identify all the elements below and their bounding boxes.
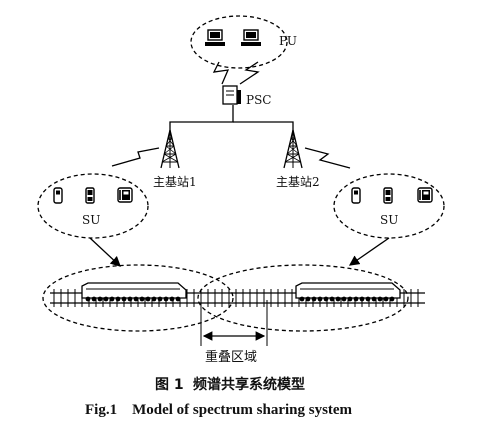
train-wheel: [115, 296, 121, 302]
train-wheel: [133, 296, 139, 302]
wireless-link-icon: [111, 147, 160, 167]
train-wheel: [85, 296, 91, 302]
overlap-label: 重叠区域: [205, 349, 257, 365]
train-wheel: [163, 296, 169, 302]
psc-label: PSC: [246, 93, 271, 107]
train-wheel: [389, 296, 395, 302]
coverage-area-2: [197, 264, 409, 332]
train-wheel: [329, 296, 335, 302]
train-wheel: [103, 296, 109, 302]
wireless-link-icon: [304, 147, 351, 169]
train-wheel: [347, 296, 353, 302]
pu-label: PU: [279, 34, 297, 48]
train-2-icon: [295, 282, 401, 302]
train-wheel: [145, 296, 151, 302]
train-1-icon: [81, 282, 187, 302]
train-wheel: [169, 296, 175, 302]
train-wheel: [311, 296, 317, 302]
train-wheel: [109, 296, 115, 302]
train-wheel: [383, 296, 389, 302]
su-left-cloud: [37, 173, 149, 239]
caption-en: Fig.1 Model of spectrum sharing system: [85, 402, 353, 418]
base-station-1-icon: [160, 129, 180, 169]
train-wheel: [91, 296, 97, 302]
backbone-link-left: [169, 105, 234, 140]
base-station-2-label: 主基站2: [276, 175, 320, 189]
train-wheel: [299, 296, 305, 302]
caption-cn-title: 频谱共享系统模型: [193, 376, 305, 393]
psc-server-icon: [222, 85, 241, 105]
su-right-cloud: [333, 173, 445, 239]
train-wheel: [341, 296, 347, 302]
cell-phone-icon: [383, 187, 393, 204]
train-wheel: [377, 296, 383, 302]
su-left-label: SU: [82, 213, 100, 227]
train-wheel: [97, 296, 103, 302]
cell-phone-icon: [85, 187, 95, 204]
train-wheel: [335, 296, 341, 302]
base-station-2-icon: [283, 129, 303, 169]
backbone-link-right: [233, 121, 294, 140]
arrow-icon: [348, 237, 390, 266]
train-wheel: [323, 296, 329, 302]
wireless-link-icon: [212, 61, 230, 85]
arrow-icon: [89, 237, 121, 267]
train-wheel: [371, 296, 377, 302]
desk-phone-icon: [417, 187, 433, 203]
pu-cloud: [190, 15, 288, 69]
train-wheel: [317, 296, 323, 302]
coverage-area-1: [42, 264, 234, 332]
su-right-label: SU: [380, 213, 398, 227]
train-wheel: [127, 296, 133, 302]
pu-computer-icon: [240, 29, 262, 47]
train-wheel: [305, 296, 311, 302]
base-station-1-label: 主基站1: [153, 175, 197, 189]
mobile-phone-icon: [53, 187, 63, 204]
train-wheel: [353, 296, 359, 302]
train-wheel: [139, 296, 145, 302]
pu-computer-icon: [204, 29, 226, 47]
train-wheel: [175, 296, 181, 302]
mobile-phone-icon: [351, 187, 361, 204]
train-wheel: [359, 296, 365, 302]
train-wheel: [365, 296, 371, 302]
train-wheel: [151, 296, 157, 302]
train-wheel: [121, 296, 127, 302]
caption-cn-number: 图 1: [155, 377, 184, 393]
wireless-link-icon: [239, 61, 260, 85]
train-wheel: [157, 296, 163, 302]
desk-phone-icon: [117, 187, 133, 203]
